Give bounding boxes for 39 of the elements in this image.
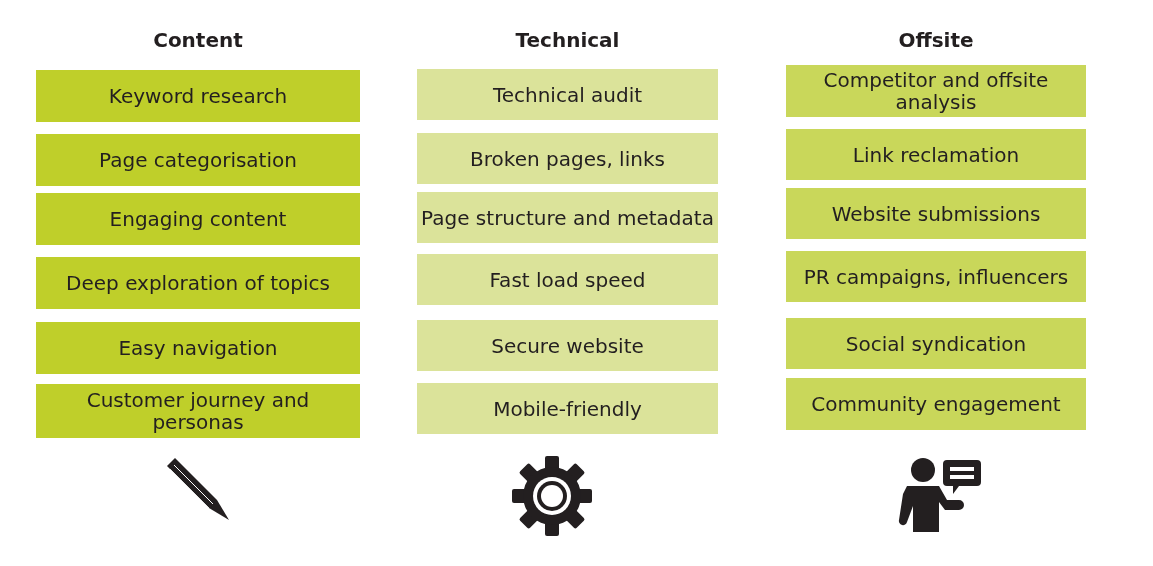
topic-box (786, 129, 1086, 180)
topic-text: Mobile-friendly (493, 397, 642, 420)
column-heading: Offsite (897, 28, 975, 52)
topic-text: Page categorisation (99, 149, 297, 171)
topic-text: Keyword research (108, 85, 288, 107)
topic-text: Link reclamation (852, 143, 1020, 166)
topic-box (417, 320, 718, 371)
topic-box (786, 65, 1086, 117)
topic-text: Secure website (491, 334, 644, 357)
topic-box (417, 192, 718, 243)
topic-box (36, 322, 360, 374)
column-heading: Content (152, 28, 244, 52)
topic-text: Broken pages, links (470, 147, 665, 170)
topic-text: Engaging content (109, 208, 287, 230)
topic-box (786, 251, 1086, 302)
column-heading: Technical (514, 28, 621, 52)
topic-text: Page structure and metadata (421, 206, 714, 229)
topic-text: Technical audit (492, 83, 643, 106)
topic-text: Easy navigation (118, 337, 278, 359)
topic-text: Fast load speed (489, 268, 646, 291)
topic-box (36, 134, 360, 186)
topic-box (417, 383, 718, 434)
topic-text: Website submissions (831, 202, 1041, 225)
topic-box (417, 69, 718, 120)
topic-box (786, 378, 1086, 430)
topic-box (36, 193, 360, 245)
topic-box (36, 257, 360, 309)
topic-box (36, 70, 360, 122)
topic-box (417, 133, 718, 184)
topic-box (786, 318, 1086, 369)
topic-box (36, 384, 360, 438)
topic-box (417, 254, 718, 305)
topic-text: Community engagement (811, 393, 1061, 415)
topic-text: Competitor and offsite analysis (822, 69, 1050, 113)
topic-text: Customer journey and personas (85, 389, 311, 433)
topic-text: PR campaigns, influencers (803, 265, 1069, 288)
topic-box (786, 188, 1086, 239)
topic-text: Deep exploration of topics (66, 272, 330, 294)
topic-text: Social syndication (845, 332, 1027, 355)
